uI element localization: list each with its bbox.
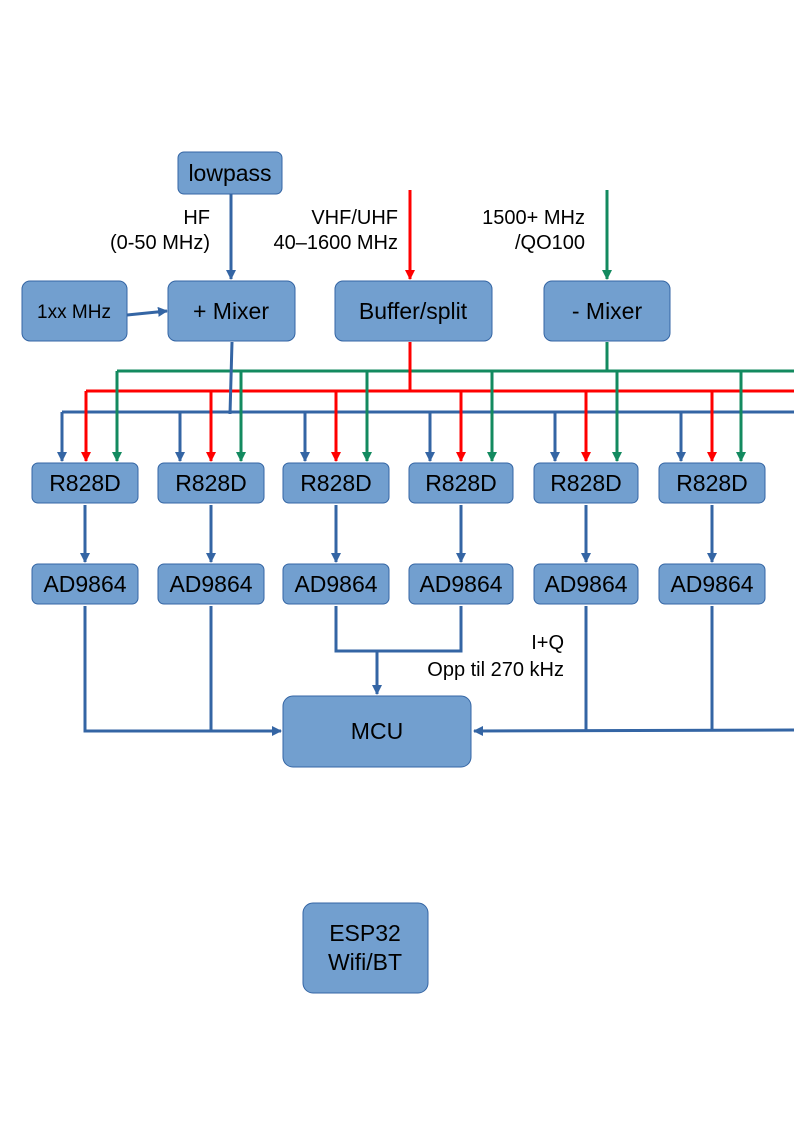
tuner-block: R828D — [157, 462, 265, 504]
vhf-label-line1: VHF/UHF — [311, 207, 398, 229]
adc-block: AD9864 — [658, 563, 766, 605]
tuner-block: R828D — [658, 462, 766, 504]
minus-mixer-label: - Mixer — [572, 298, 643, 324]
tuner-label: R828D — [49, 470, 121, 496]
tuner-block: R828D — [282, 462, 390, 504]
iq-label-line1: I+Q — [531, 632, 564, 654]
mcu-block: MCU — [282, 695, 472, 768]
adc-right-to-mcu — [474, 606, 794, 731]
adc-label: AD9864 — [419, 571, 502, 597]
tuner-label: R828D — [676, 470, 748, 496]
adc-block: AD9864 — [31, 563, 139, 605]
plus-mixer-block: + Mixer — [167, 280, 296, 342]
esp32-label-line2: Wifi/BT — [328, 949, 402, 975]
iq-label-line2: Opp til 270 kHz — [427, 659, 564, 681]
green-bus — [117, 342, 794, 373]
esp32-block: ESP32 Wifi/BT — [302, 902, 429, 994]
connectors — [57, 190, 794, 731]
minus-mixer-block: - Mixer — [543, 280, 671, 342]
esp32-label-line1: ESP32 — [329, 920, 401, 946]
tuner-label: R828D — [175, 470, 247, 496]
blue-bus — [62, 341, 794, 415]
adc-label: AD9864 — [670, 571, 753, 597]
plus-mixer-label: + Mixer — [193, 298, 269, 324]
red-bus — [86, 342, 794, 393]
hf-label-line1: HF — [183, 207, 210, 229]
adc-block: AD9864 — [533, 563, 639, 605]
lo-to-mixer-arrow — [126, 306, 168, 317]
shf-label-line2: /QO100 — [515, 232, 585, 254]
tuner-block: R828D — [408, 462, 514, 504]
tuner-block: R828D — [31, 462, 139, 504]
lo-source-block: 1xx MHz — [21, 280, 128, 342]
tuner-label: R828D — [550, 470, 622, 496]
lowpass-block: lowpass — [177, 151, 283, 195]
adc-center-to-mcu — [334, 606, 463, 694]
adc-block: AD9864 — [157, 563, 265, 605]
shf-label-line1: 1500+ MHz — [482, 207, 585, 229]
buffer-split-block: Buffer/split — [334, 280, 493, 342]
adc-label: AD9864 — [544, 571, 627, 597]
mcu-label: MCU — [351, 718, 403, 744]
adc-label: AD9864 — [43, 571, 126, 597]
tuner-label: R828D — [425, 470, 497, 496]
adc-label: AD9864 — [169, 571, 252, 597]
buffer-split-label: Buffer/split — [359, 298, 468, 324]
adc-block: AD9864 — [408, 563, 514, 605]
hf-label-line2: (0-50 MHz) — [110, 232, 210, 254]
vhf-label-line2: 40–1600 MHz — [273, 232, 398, 254]
adc-left-to-mcu — [83, 606, 281, 731]
adc-block: AD9864 — [282, 563, 390, 605]
lowpass-label: lowpass — [188, 160, 271, 186]
tuner-label: R828D — [300, 470, 372, 496]
lo-source-label: 1xx MHz — [37, 302, 111, 323]
tuner-block: R828D — [533, 462, 639, 504]
adc-label: AD9864 — [294, 571, 377, 597]
